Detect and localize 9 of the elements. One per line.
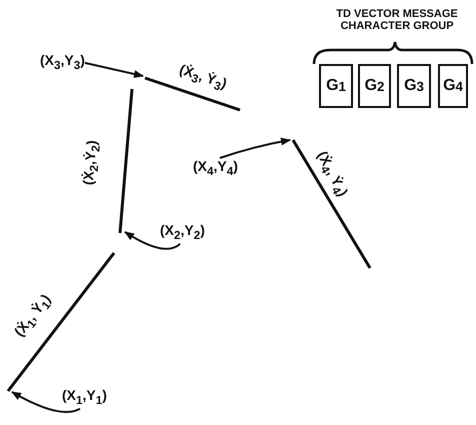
leader-arrow (124, 231, 181, 250)
leader-arrow (220, 138, 291, 159)
coordinate-label: (X$_{2}$,Y$_{2}$) (160, 222, 205, 244)
leader-arrow (11, 391, 80, 413)
heading: TD VECTOR MESSAGE CHARACTER GROUP (335, 8, 459, 32)
coordinate-label: (X$_{1}$,Y$_{1}$) (62, 387, 107, 409)
leader-arrow (84, 62, 144, 78)
coordinate-label: (X$_{4}$,Y$_{4}$) (193, 158, 238, 180)
coordinate-label: (X$_{3}$,Y$_{3}$) (40, 52, 85, 74)
